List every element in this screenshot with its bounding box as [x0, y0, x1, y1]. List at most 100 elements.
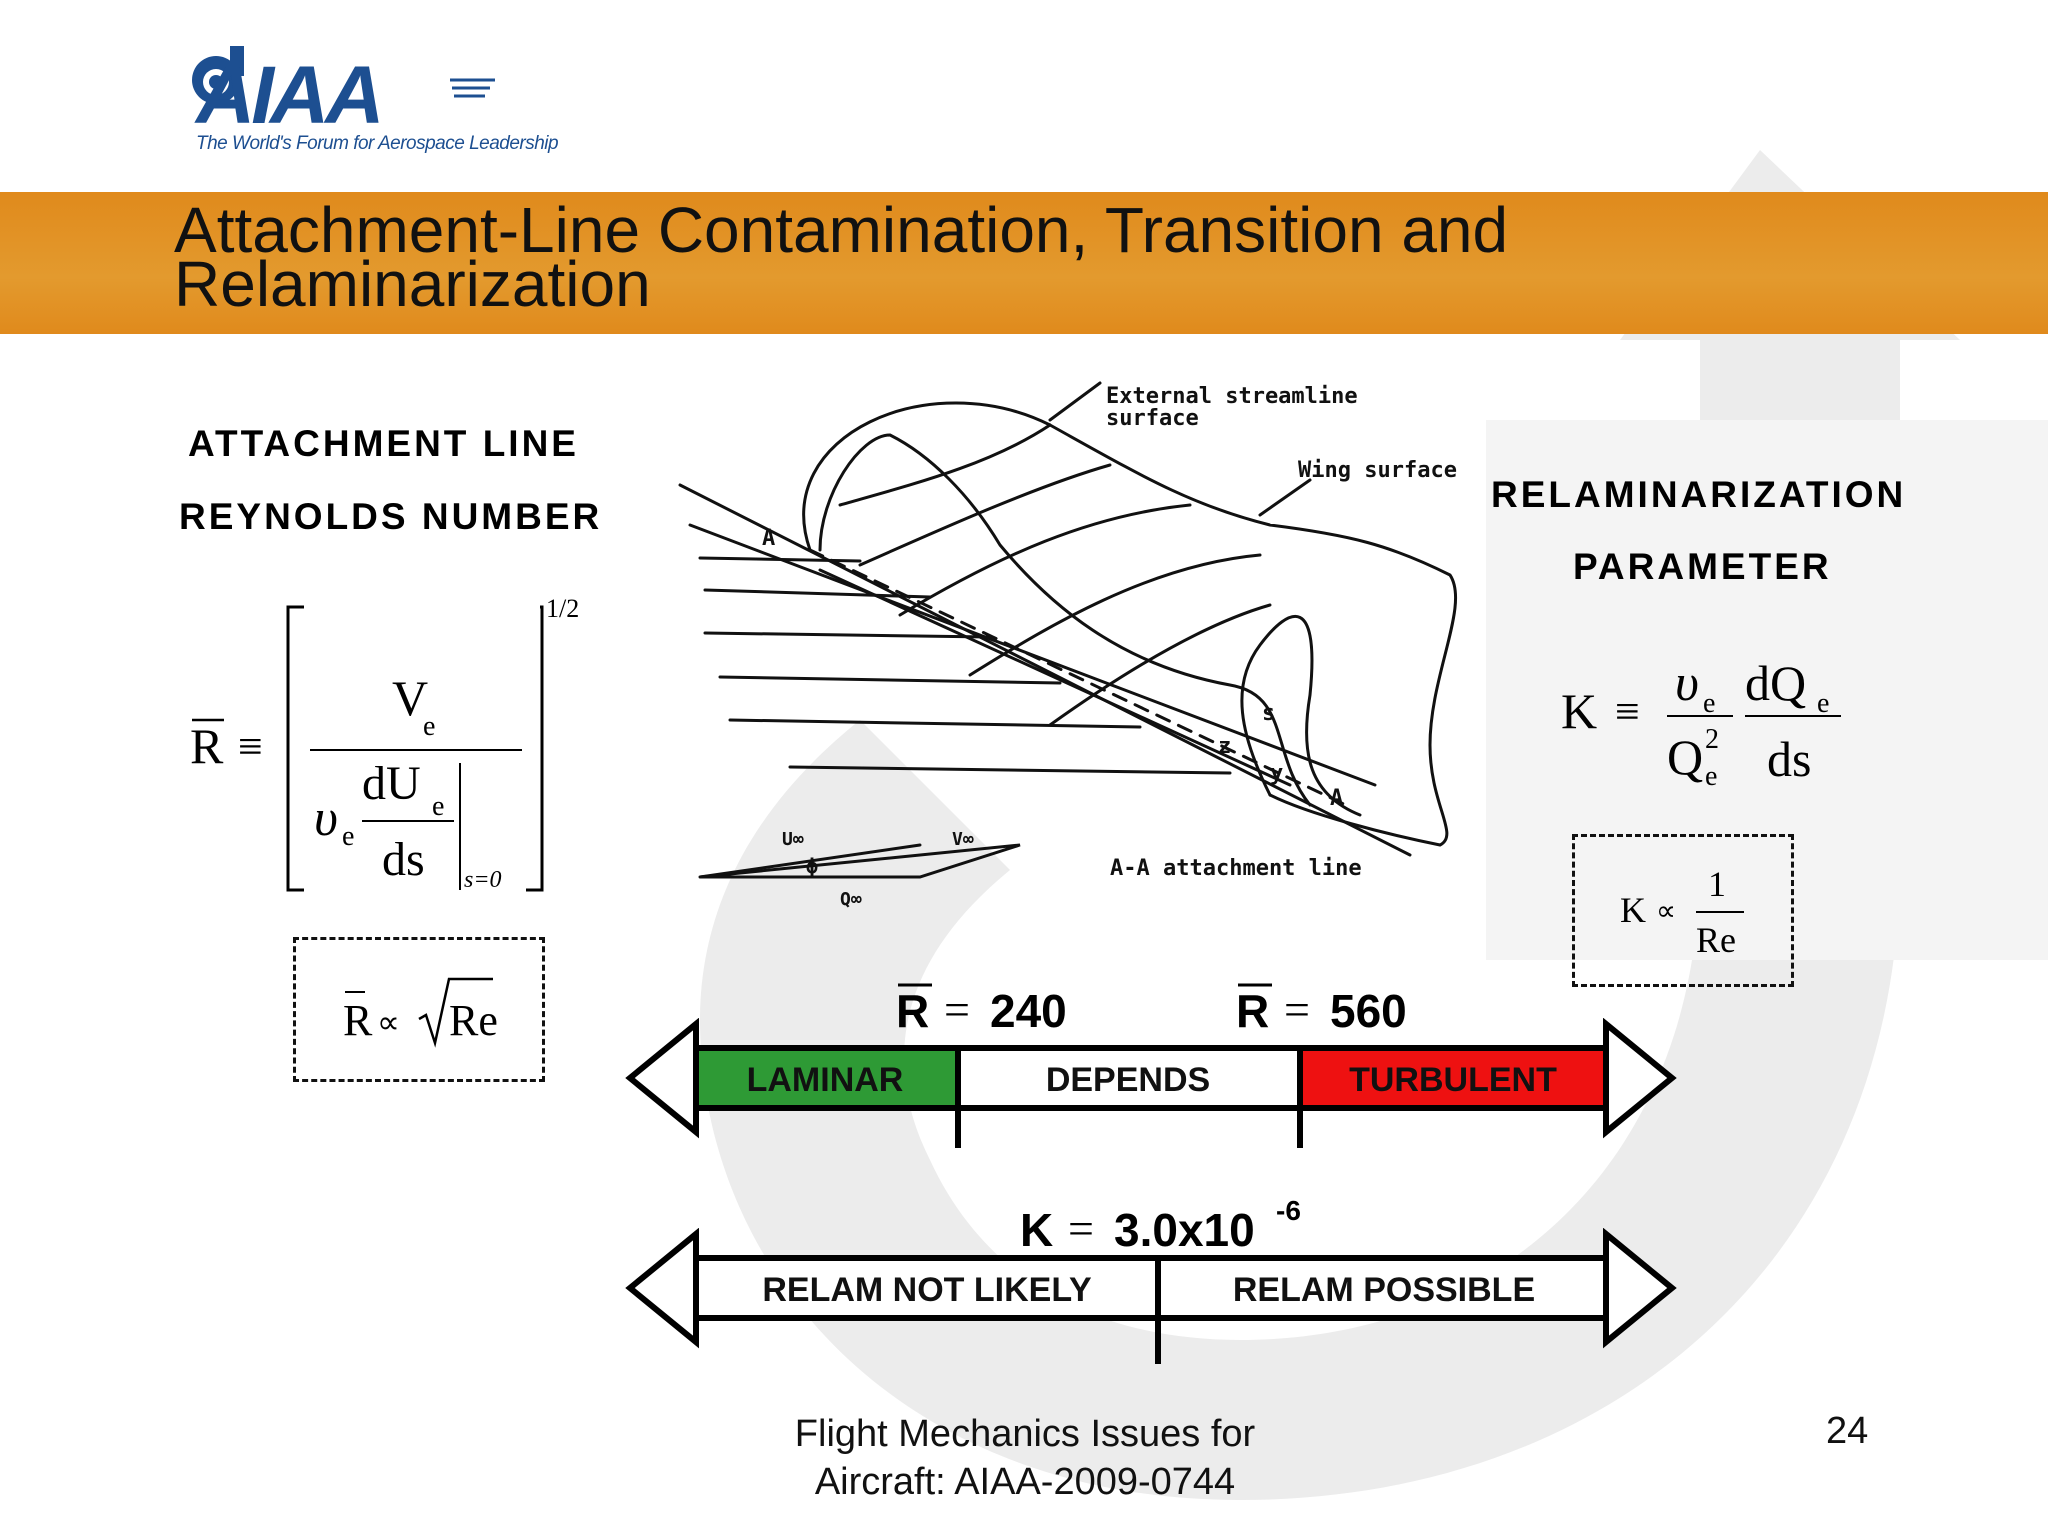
velocity-triangle	[699, 843, 1021, 879]
formula-dq-sub: e	[1817, 688, 1829, 719]
left-bracket	[286, 605, 304, 892]
leading-edge-line-1	[678, 483, 1412, 857]
threshold-2-symbol: R	[1236, 985, 1269, 1035]
wing-surface-curve	[1240, 614, 1362, 817]
left-arrowhead	[625, 1228, 699, 1349]
relam-not-likely-label: RELAM NOT LIKELY	[762, 1271, 1092, 1309]
streamline-3	[703, 631, 992, 639]
surface-flow-5	[1048, 603, 1272, 727]
k-threshold-equals: =	[1068, 1203, 1094, 1254]
right-arrowhead	[1603, 1228, 1677, 1349]
title-line-1: Attachment-Line Contamination, Transitio…	[174, 194, 1509, 266]
streamline-surface-inner	[818, 433, 1312, 807]
k-proportional-formula: K ∝ 1 Re	[1620, 864, 1744, 960]
streamline-4	[718, 675, 1062, 685]
formula-equiv: ≡	[238, 722, 263, 771]
leading-edge-line-3	[818, 568, 1292, 787]
attachment-line-diagram: External streamline surface Wing surface…	[678, 381, 1458, 910]
laminar-label: LAMINAR	[747, 1061, 904, 1099]
turbulent-label: TURBULENT	[1349, 1061, 1557, 1099]
box-r-lhs: R	[343, 996, 373, 1045]
k-threshold-value: 3.0x10	[1114, 1204, 1255, 1256]
wing-leader	[1258, 478, 1312, 517]
sqrt-sign	[418, 977, 493, 1048]
formula-ve: V	[392, 670, 428, 726]
formula-r: R	[190, 718, 224, 774]
label-phi: ϕ	[806, 854, 818, 878]
label-a-right: A	[1330, 786, 1343, 811]
surface-flow-4	[968, 553, 1262, 677]
box-k-lhs: K	[1620, 890, 1646, 930]
turbulent-segment	[1300, 1050, 1606, 1108]
right-bracket	[526, 605, 544, 892]
box-r-prop: ∝	[377, 1004, 400, 1040]
label-attachment-line: A-A attachment line	[1110, 856, 1362, 881]
relam-bar-fill	[696, 1258, 1606, 1318]
formula-nu: υ	[314, 790, 338, 847]
k-threshold-exponent: -6	[1276, 1195, 1301, 1226]
r-proportional-box	[293, 937, 545, 1082]
label-u-inf: U∞	[782, 829, 804, 850]
laminar-segment	[696, 1050, 960, 1108]
formula-ve-sub: e	[423, 711, 435, 742]
footer-line-1: Flight Mechanics Issues for	[794, 1413, 1256, 1455]
streamline-leader	[1048, 381, 1102, 422]
label-z: z	[1218, 734, 1231, 759]
footer-citation: Flight Mechanics Issues for Aircraft: AI…	[760, 1410, 1290, 1506]
formula-equiv: ≡	[1615, 687, 1640, 736]
page-number: 24	[1826, 1410, 1869, 1452]
relaminarization-formula: K ≡ υ e Q 2 e dQ e ds	[1561, 655, 1841, 792]
k-threshold: K = 3.0x10 -6	[1020, 1195, 1301, 1256]
depends-label: DEPENDS	[1046, 1061, 1210, 1099]
formula-q-sub: e	[1705, 761, 1717, 792]
surface-flow-1	[838, 423, 1052, 507]
box-k-num: 1	[1708, 864, 1726, 904]
depends-segment	[960, 1050, 1300, 1108]
label-y: y	[1270, 761, 1283, 786]
reynolds-number-heading: REYNOLDS NUMBER	[179, 496, 603, 537]
left-arrowhead	[625, 1018, 699, 1139]
formula-nu: υ	[1675, 655, 1699, 712]
box-k-den: Re	[1696, 920, 1736, 960]
label-wing-surface: Wing surface	[1298, 458, 1457, 483]
slide-title: Attachment-Line Contamination, Transitio…	[174, 194, 1874, 320]
box-k-prop: ∝	[1656, 896, 1676, 927]
relaminarization-bar: RELAM NOT LIKELY RELAM POSSIBLE	[625, 1228, 1677, 1364]
flow-regime-bar: LAMINAR DEPENDS TURBULENT	[625, 1018, 1677, 1148]
streamline-6	[788, 765, 1232, 775]
relaminarization-heading: RELAMINARIZATION	[1491, 474, 1907, 515]
k-proportional-box	[1572, 834, 1794, 987]
label-a-left: A	[762, 526, 775, 551]
title-band	[0, 192, 2048, 334]
threshold-2-equals: =	[1284, 984, 1310, 1035]
reynolds-thresholds: R = 240 R = 560	[896, 983, 1407, 1035]
formula-k: K	[1561, 683, 1597, 739]
title-line-2: Relaminarization	[174, 248, 651, 320]
logo-wordmark: AIAA	[196, 50, 384, 141]
formula-exponent: 1/2	[546, 594, 579, 623]
formula-du: dU	[362, 757, 421, 810]
streamline-1	[698, 556, 862, 563]
label-q-inf: Q∞	[840, 889, 862, 910]
formula-q-sup: 2	[1705, 724, 1719, 755]
streamline-2	[703, 588, 932, 599]
k-threshold-symbol: K	[1020, 1204, 1053, 1256]
formula-du-sub: e	[432, 791, 444, 822]
velocity-triangle-side	[698, 843, 922, 879]
surface-flow-2	[858, 463, 1112, 567]
formula-q: Q	[1667, 729, 1703, 785]
parameter-heading: PARAMETER	[1573, 546, 1832, 587]
formula-ds: ds	[1767, 731, 1811, 787]
logo-tagline: The World's Forum for Aerospace Leadersh…	[196, 133, 559, 154]
relam-possible-label: RELAM POSSIBLE	[1233, 1271, 1535, 1309]
formula-dq: dQ	[1745, 655, 1806, 711]
aiaa-logo	[192, 46, 495, 104]
attachment-reynolds-formula: R ≡ 1/2 V e υ e dU e ds s=0	[190, 594, 579, 893]
box-r-rhs: Re	[449, 996, 498, 1045]
threshold-1-value: 240	[990, 985, 1067, 1035]
footer-line-2: Aircraft: AIAA-2009-0744	[814, 1461, 1236, 1503]
threshold-2-value: 560	[1330, 985, 1407, 1035]
threshold-1-equals: =	[944, 984, 970, 1035]
attachment-line-heading: ATTACHMENT LINE	[188, 423, 579, 464]
